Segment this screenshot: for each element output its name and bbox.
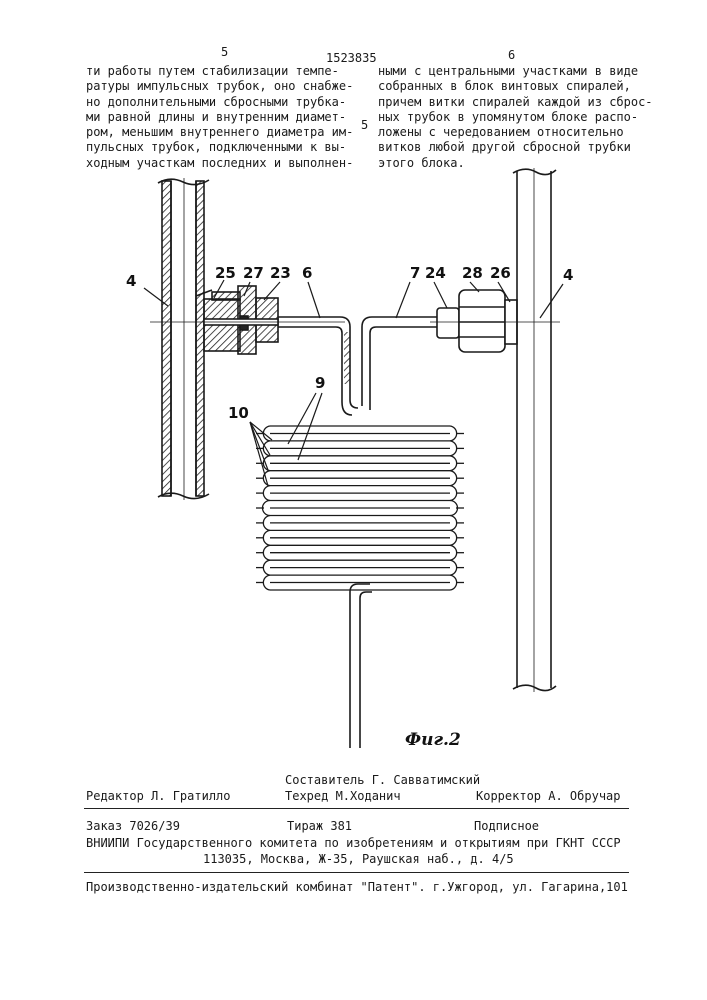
subscription: Подписное xyxy=(474,819,539,834)
label-26: 26 xyxy=(490,264,511,282)
coil-bend xyxy=(450,516,457,531)
divider-bottom xyxy=(84,872,629,873)
coil-bend xyxy=(450,486,457,501)
compiler-line: Составитель Г. Савватимский xyxy=(285,773,480,788)
editor-line: Редактор Л. Гратилло xyxy=(86,789,231,804)
coil-bend xyxy=(263,516,270,531)
label-24: 24 xyxy=(425,264,446,282)
coil-bend xyxy=(263,486,270,501)
corrector-line: Корректор А. Обручар xyxy=(476,789,621,804)
coil-bend xyxy=(450,471,457,486)
coil-bend xyxy=(263,560,270,575)
label-9: 9 xyxy=(315,374,325,392)
coil-block xyxy=(256,426,464,590)
coil-bend xyxy=(263,530,270,545)
circulation: Тираж 381 xyxy=(287,819,352,834)
coil-bend xyxy=(450,545,457,560)
tube-7 xyxy=(362,317,438,410)
right-pipe xyxy=(513,168,556,692)
right-fitting xyxy=(430,290,560,352)
coil-bend xyxy=(450,426,457,441)
label-7: 7 xyxy=(410,264,420,282)
label-25: 25 xyxy=(215,264,236,282)
order-number: Заказ 7026/39 xyxy=(86,819,180,834)
left-pipe xyxy=(158,178,209,500)
institute-line-1: ВНИИПИ Государственного комитета по изоб… xyxy=(86,836,621,851)
coil-bend xyxy=(450,575,457,590)
coil-bend xyxy=(263,545,270,560)
label-28: 28 xyxy=(462,264,483,282)
divider-top xyxy=(84,808,629,809)
label-23: 23 xyxy=(270,264,291,282)
coil-bend xyxy=(450,456,457,471)
techred-line: Техред М.Ходанич xyxy=(285,789,401,804)
figure-caption: Фиг.2 xyxy=(405,730,461,750)
label-4-left: 4 xyxy=(126,272,136,290)
left-fitting xyxy=(150,286,345,354)
coil-bend xyxy=(450,560,457,575)
institute-line-2: 113035, Москва, Ж-35, Раушская наб., д. … xyxy=(203,852,514,867)
publisher-line: Производственно-издательский комбинат "П… xyxy=(86,880,628,895)
label-4-right: 4 xyxy=(563,266,573,284)
coil-bend xyxy=(263,575,270,590)
coil-bend xyxy=(263,456,270,471)
label-27: 27 xyxy=(243,264,264,282)
label-10: 10 xyxy=(228,404,249,422)
coil-bend xyxy=(450,530,457,545)
coil-bend xyxy=(450,441,457,456)
tube-6 xyxy=(278,317,358,415)
outlet-tube xyxy=(350,584,372,748)
label-6: 6 xyxy=(302,264,312,282)
